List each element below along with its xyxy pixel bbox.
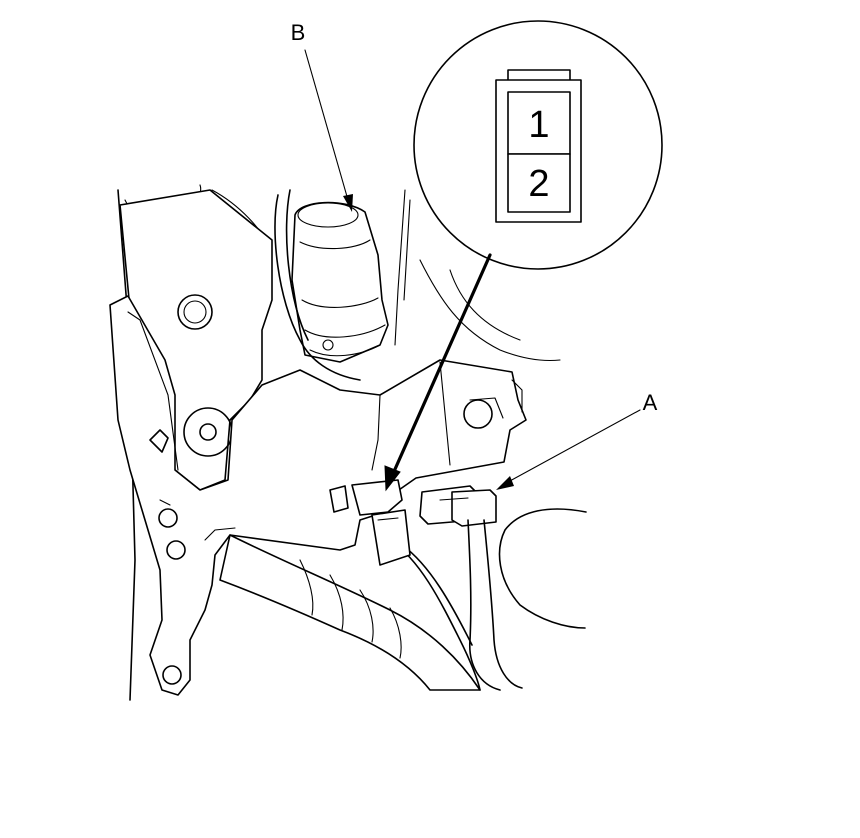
detail-pointer-arrow — [384, 253, 492, 492]
bracket-connector — [351, 479, 411, 566]
callout-b: B — [291, 20, 353, 212]
callout-a-label: A — [643, 390, 658, 415]
pin-number-2: 2 — [528, 163, 549, 205]
connector-detail-view: 1 2 — [413, 20, 663, 270]
body-contour-right — [419, 259, 587, 629]
pin-cavity-1 — [507, 91, 571, 155]
pin-number-1: 1 — [528, 104, 549, 146]
wire-harness — [219, 534, 481, 691]
callout-b-label: B — [291, 20, 306, 45]
bracket-hole — [177, 294, 213, 330]
callout-a: A — [496, 390, 658, 490]
pin-cavity-2 — [507, 153, 571, 213]
actuator-motor — [274, 189, 389, 381]
harness-connector-a — [419, 485, 523, 691]
